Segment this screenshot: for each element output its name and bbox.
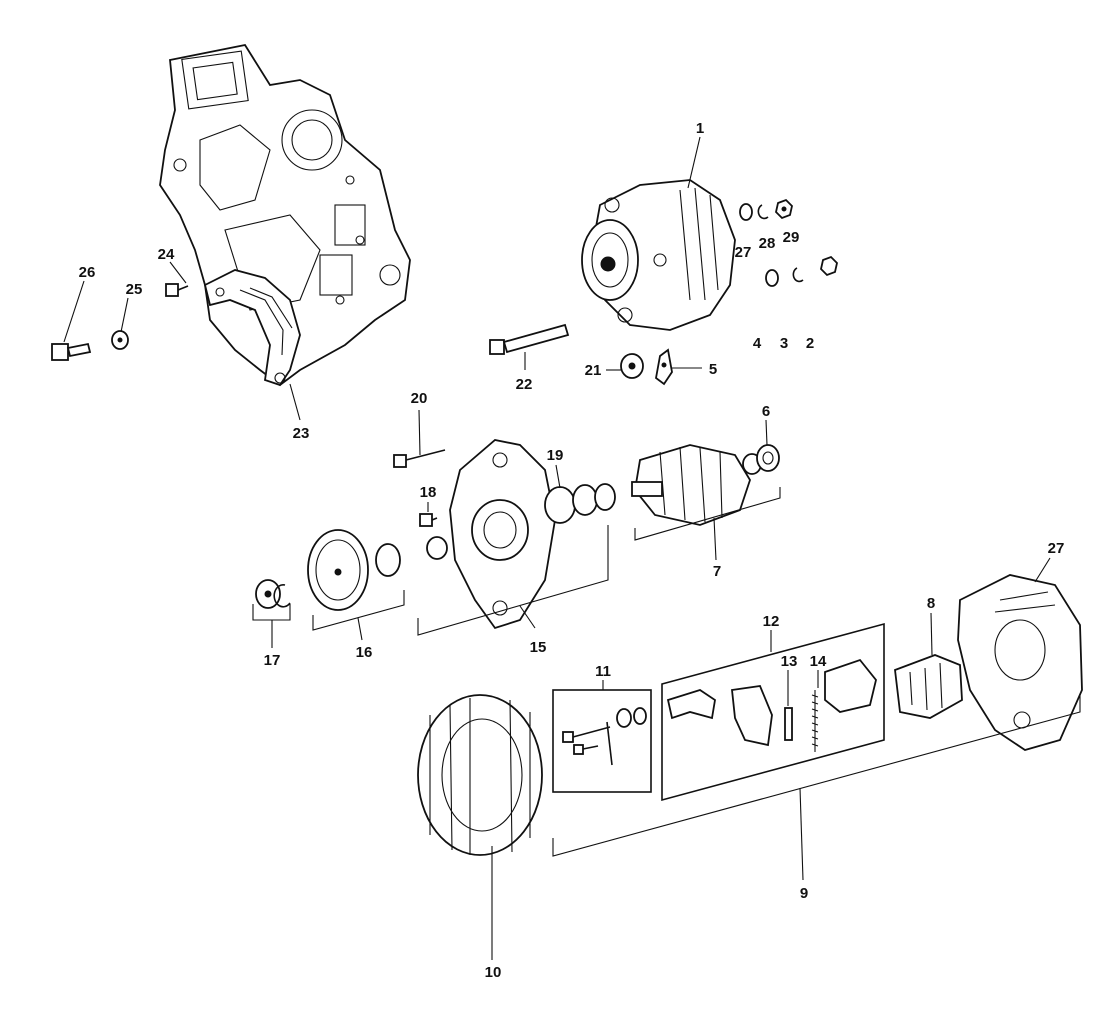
callout-16: 16 [356, 644, 373, 661]
callout-9: 9 [800, 885, 808, 902]
bearing-6 [756, 444, 780, 472]
rear-frame-27 [957, 574, 1083, 751]
callout-2: 2 [806, 335, 814, 352]
callout-7: 7 [713, 563, 721, 580]
callout-15: 15 [530, 639, 547, 656]
plate-5 [655, 348, 673, 386]
callout-18: 18 [420, 484, 437, 501]
collar-17 [255, 579, 291, 609]
rectifier-8 [894, 654, 963, 719]
callout-4: 4 [753, 335, 762, 352]
bolt-24 [165, 283, 189, 297]
callout-23: 23 [293, 425, 310, 442]
callout-12: 12 [763, 613, 780, 630]
callout-26: 26 [79, 264, 96, 281]
callout-3: 3 [780, 335, 788, 352]
kit-11-box [552, 689, 652, 793]
callout-13: 13 [781, 653, 798, 670]
callout-5: 5 [709, 361, 717, 378]
spring-washer-28 [757, 204, 769, 220]
stator-10 [417, 694, 543, 856]
seal-ring [426, 536, 448, 560]
leader-lines [63, 136, 1051, 960]
bearing-retainer-19 [544, 483, 616, 524]
callout-11: 11 [595, 663, 611, 680]
callout-19: 19 [547, 447, 564, 464]
pulley-16 [307, 529, 401, 611]
through-bolt-22 [489, 323, 570, 355]
callout-1: 1 [696, 120, 704, 137]
callout-17: 17 [264, 652, 281, 669]
callout-14: 14 [810, 653, 827, 670]
callout-28: 28 [759, 235, 776, 252]
washer-21 [620, 353, 644, 379]
nut-2 [820, 255, 838, 277]
washer-27 [739, 203, 753, 221]
washer-4 [765, 269, 779, 287]
callout-29: 29 [783, 229, 800, 246]
engine-front-cover [159, 43, 411, 387]
callout-27-top: 27 [735, 244, 752, 261]
callout-20: 20 [411, 390, 428, 407]
callout-21: 21 [585, 362, 602, 379]
callout-6: 6 [762, 403, 770, 420]
bolt-20 [393, 449, 446, 468]
kit-12-box [661, 622, 885, 802]
screw-18 [419, 513, 438, 527]
alternator-assembly [581, 179, 736, 331]
rotor-7 [631, 444, 762, 526]
spring-14 [811, 690, 819, 752]
callout-22: 22 [516, 376, 533, 393]
callout-10: 10 [485, 964, 502, 981]
callout-8: 8 [927, 595, 935, 612]
callout-labels: 1 27 28 29 4 3 2 24 25 26 23 22 21 5 20 … [79, 120, 1065, 981]
spring-washer-3 [792, 267, 804, 283]
bolt-26 [51, 342, 92, 361]
washer-25 [111, 330, 129, 350]
callout-24: 24 [158, 246, 175, 263]
brush-13 [784, 707, 793, 741]
nut-parts [739, 198, 838, 287]
callout-25: 25 [126, 281, 143, 298]
callout-27-right: 27 [1048, 540, 1065, 557]
drive-end-frame [426, 439, 556, 630]
group-brackets [252, 487, 1081, 881]
